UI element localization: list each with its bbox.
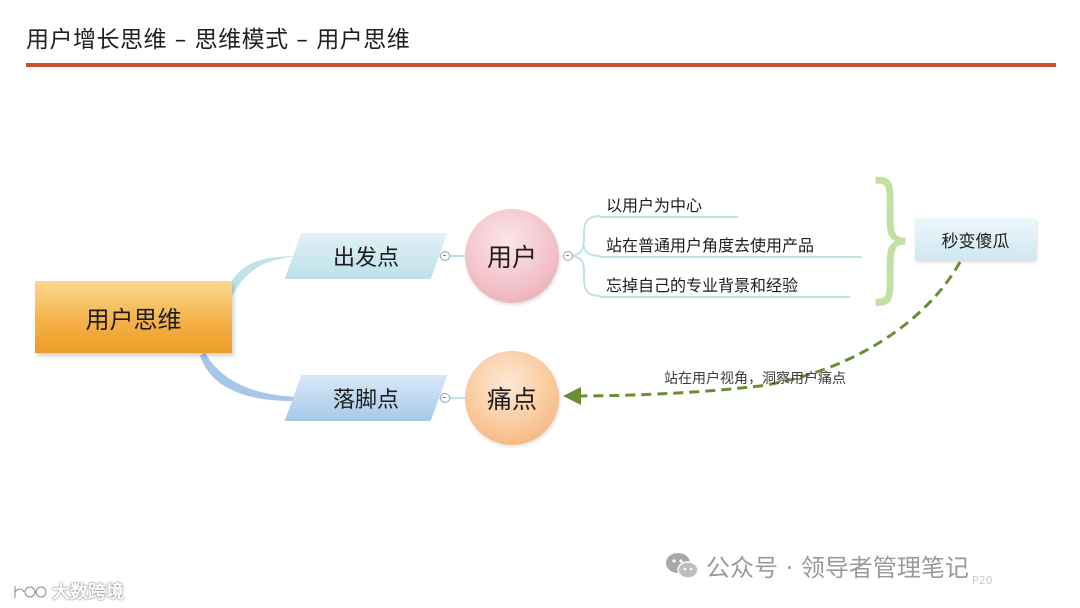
node-pain-point-label: 痛点 <box>486 385 537 414</box>
summary-node[interactable]: 秒变傻瓜 <box>915 218 1036 260</box>
user-item-1-underline <box>600 216 738 218</box>
user-item-3[interactable]: 忘掉自己的专业背景和经验 <box>606 276 799 295</box>
user-item-1[interactable]: 以用户为中心 <box>606 196 703 215</box>
user-item-2-underline <box>600 256 862 258</box>
summary-brace: } <box>866 154 915 317</box>
collapse-toggle-start[interactable] <box>440 251 450 261</box>
root-node[interactable]: 用户思维 <box>35 281 232 353</box>
connector-user-to-items <box>567 215 601 297</box>
node-pain-point[interactable]: 痛点 <box>465 351 559 445</box>
page-number: P20 <box>972 574 993 587</box>
branch-label-end-text: 落脚点 <box>332 388 399 413</box>
collapse-toggle-user[interactable] <box>563 251 573 261</box>
watermark-brand-text: 大数跨境 <box>52 582 124 603</box>
summary-node-label: 秒变傻瓜 <box>941 231 1010 252</box>
node-user[interactable]: 用户 <box>465 209 559 303</box>
connector-root-to-end <box>200 352 300 402</box>
watermark-brand: 大数跨境 <box>12 578 124 604</box>
watermark-wechat: 公众号 · 领导者管理笔记 <box>664 548 969 583</box>
node-user-label: 用户 <box>486 243 537 272</box>
user-item-2[interactable]: 站在普通用户角度去使用产品 <box>606 236 815 255</box>
branch-label-start-text: 出发点 <box>332 246 399 271</box>
connector-root-to-start <box>228 256 302 296</box>
user-item-3-underline <box>600 296 850 298</box>
title-divider <box>26 63 1056 67</box>
relation-label: 站在用户视角，洞察用户痛点 <box>664 371 846 387</box>
brand-logo-icon <box>13 585 48 599</box>
branch-label-end[interactable]: 落脚点 <box>284 375 448 421</box>
relation-arrow <box>563 261 962 405</box>
root-node-label: 用户思维 <box>85 305 182 334</box>
collapse-toggle-end[interactable] <box>440 393 450 403</box>
page-title: 用户增长思维 – 思维模式 – 用户思维 <box>26 27 411 53</box>
branch-label-start[interactable]: 出发点 <box>284 233 448 279</box>
wechat-icon <box>666 552 699 579</box>
watermark-wechat-text: 公众号 · 领导者管理笔记 <box>706 554 969 582</box>
